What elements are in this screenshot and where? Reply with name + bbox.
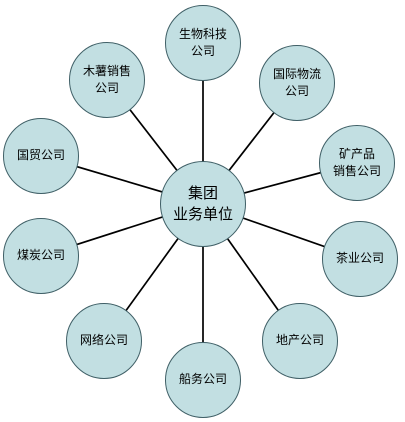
unit-node-logistics-label-line: 国际物流: [272, 66, 321, 81]
unit-node-logistics-label-line: 公司: [284, 84, 309, 98]
unit-node-network-label-line: 网络公司: [79, 333, 128, 348]
unit-node-mineral-label-line: 销售公司: [332, 164, 381, 178]
unit-node-logistics: 国际物流公司: [259, 45, 335, 121]
unit-node-realestate: 地产公司: [262, 303, 338, 379]
unit-node-mineral-label-line: 矿产品: [338, 146, 375, 161]
unit-node-trade: 国贸公司: [3, 118, 79, 194]
unit-node-coal: 煤炭公司: [3, 218, 79, 294]
unit-node-cassava-label-line: 木薯销售: [82, 63, 131, 78]
unit-node-cassava-label-line: 公司: [94, 81, 119, 95]
unit-node-biotech: 生物科技公司: [165, 5, 241, 81]
center-node-label-line: 业务单位: [172, 205, 233, 223]
center-node: 集团业务单位: [160, 161, 246, 247]
unit-node-cassava: 木薯销售公司: [69, 42, 145, 118]
unit-node-biotech-label-line: 公司: [190, 44, 215, 58]
unit-node-network: 网络公司: [66, 303, 142, 379]
unit-node-realestate-label-line: 地产公司: [275, 333, 324, 348]
unit-node-shipping-label-line: 船务公司: [178, 372, 227, 387]
unit-node-shipping: 船务公司: [165, 342, 241, 418]
unit-node-trade-label-line: 国贸公司: [16, 148, 65, 163]
unit-node-mineral: 矿产品销售公司: [319, 125, 395, 201]
unit-node-tea-label-line: 茶业公司: [335, 251, 384, 266]
unit-node-tea: 茶业公司: [322, 221, 398, 297]
unit-node-coal-label-line: 煤炭公司: [16, 248, 65, 263]
center-node-label-line: 集团: [187, 184, 218, 202]
unit-node-biotech-label-line: 生物科技: [178, 26, 227, 41]
